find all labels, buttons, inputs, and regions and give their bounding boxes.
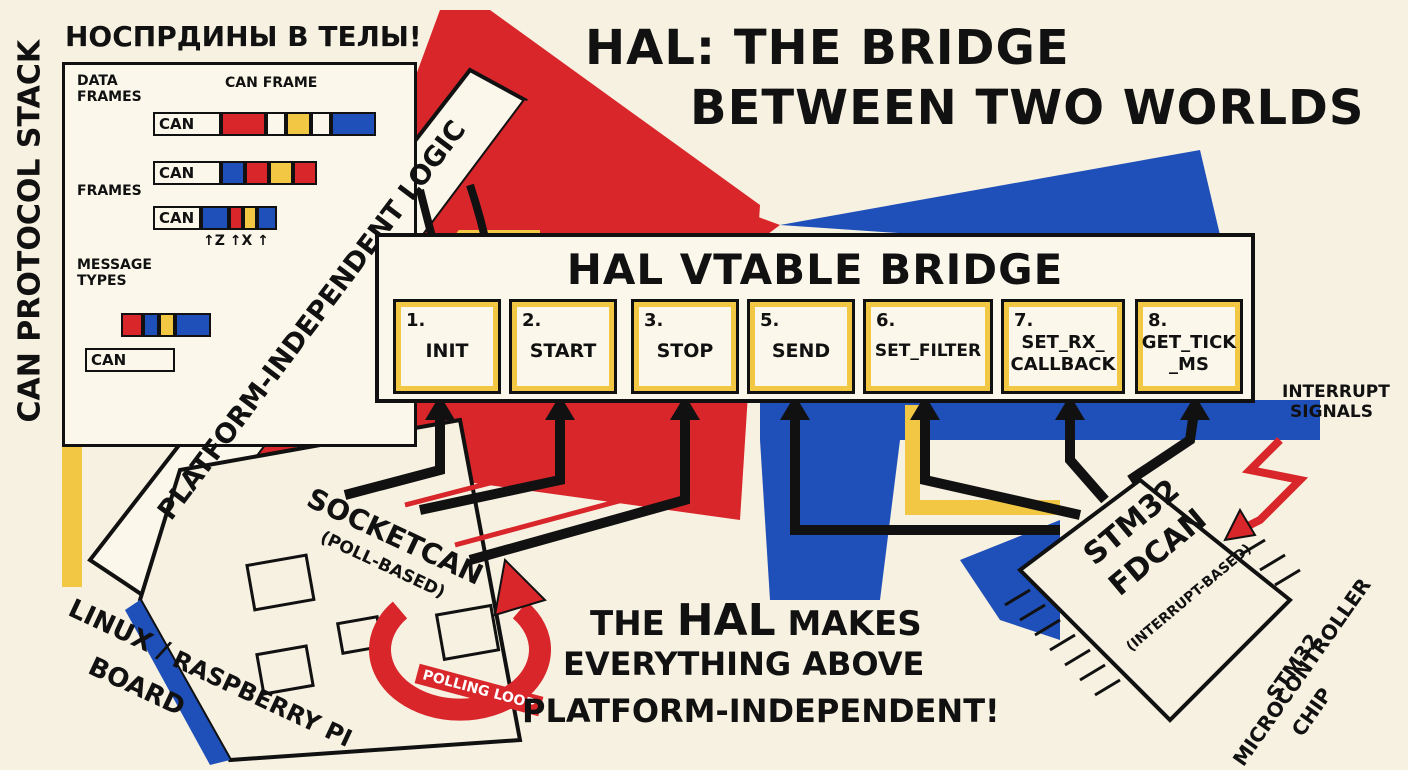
fn-set-rx-callback-number: 7.: [1014, 310, 1034, 331]
message-types-label: MESSAGE TYPES: [77, 257, 152, 289]
tagline-line1: THE HAL MAKES: [590, 595, 922, 646]
can-protocol-stack-panel: DATA FRAMES CAN FRAME CAN FRAMES CAN CAN…: [62, 62, 417, 447]
fn-get-tick-ms-name: GET_TICK _MS: [1141, 332, 1237, 375]
fn-box-init[interactable]: 1. INIT: [393, 299, 501, 394]
blue-lower-shape: [760, 440, 900, 600]
frame-segment-blue: [331, 112, 376, 136]
data-frames-label: DATA FRAMES: [77, 73, 142, 105]
fn-set-filter-name: SET_FILTER: [874, 341, 982, 361]
linux-board-shadow: [125, 600, 230, 765]
polling-loop-arrowhead: [493, 557, 547, 617]
msg-segment-red: [121, 313, 143, 337]
frame3-segment-blue-2: [257, 206, 277, 230]
fn-start-name: START: [529, 340, 597, 362]
blue-background-shape: [780, 150, 1220, 240]
fn-box-set-filter[interactable]: 6. SET_FILTER: [863, 299, 993, 394]
hal-vtable-bridge: HAL VTABLE BRIDGE 1. INIT 2. START 3. ST…: [375, 233, 1255, 403]
interrupt-lightning: [1238, 437, 1309, 534]
fn-stop-name: STOP: [656, 340, 714, 362]
arrow-stm32-callback: [1065, 405, 1109, 504]
frame-segment-blank: [266, 112, 286, 136]
fn-init-name: INIT: [425, 340, 469, 362]
msg-segment-yellow: [159, 313, 175, 337]
board-chip-1: [245, 553, 316, 612]
fn-box-get-tick-ms[interactable]: 8. GET_TICK _MS: [1135, 299, 1243, 394]
can-frame-label: CAN FRAME: [225, 75, 318, 91]
page-title-line1: HAL: THE BRIDGE: [585, 20, 1070, 76]
tagline-hal: HAL: [676, 595, 776, 646]
frame-segment-blank-2: [311, 112, 331, 136]
tagline-line2: EVERYTHING ABOVE: [563, 645, 925, 683]
arrowhead-start: [545, 395, 575, 420]
fn-set-filter-number: 6.: [876, 310, 896, 331]
fn-box-stop[interactable]: 3. STOP: [631, 299, 739, 394]
fn-stop-number: 3.: [644, 310, 664, 331]
fn-box-set-rx-callback[interactable]: 7. SET_RX_ CALLBACK: [1001, 299, 1125, 394]
fn-init-number: 1.: [406, 310, 426, 331]
page-title-line2: BETWEEN TWO WORLDS: [690, 80, 1365, 136]
board-port-2: [434, 603, 501, 662]
arrow-socketcan-init: [343, 405, 445, 500]
stm32-chip: [1016, 477, 1293, 723]
fn-send-name: SEND: [771, 340, 831, 362]
can-cell-1: CAN: [153, 112, 221, 136]
arrow-socketcan-stop: [468, 405, 690, 565]
frame2-segment-red-2: [293, 161, 317, 185]
fn-box-send[interactable]: 5. SEND: [747, 299, 855, 394]
yellow-accent-left: [62, 447, 82, 587]
arrow-stm32-filter: [920, 405, 1082, 520]
can-cell-4-label: CAN: [91, 351, 127, 369]
frame2-segment-red: [245, 161, 269, 185]
can-cell-4: CAN: [85, 348, 175, 372]
fn-box-start[interactable]: 2. START: [509, 299, 617, 394]
tagline-line3: PLATFORM-INDEPENDENT!: [522, 692, 1000, 730]
arrowhead-tick: [1180, 395, 1210, 420]
fn-get-tick-ms-number: 8.: [1148, 310, 1168, 331]
can-cell-3-label: CAN: [159, 209, 195, 227]
top-left-note: НОСПРДИНЫ В ТЕЛЫ!: [65, 20, 422, 53]
frames-label: FRAMES: [77, 183, 142, 199]
can-cell-1-label: CAN: [159, 115, 195, 133]
arrow-red-stop: [454, 410, 663, 548]
frame3-segment-yellow: [243, 206, 257, 230]
msg-segment-blue-2: [175, 313, 211, 337]
arrowhead-send: [780, 395, 810, 420]
frame2-segment-yellow: [269, 161, 293, 185]
arrowhead-stop: [670, 395, 700, 420]
frame2-segment-blue: [221, 161, 245, 185]
can-cell-2: CAN: [153, 161, 221, 185]
frame3-segment-blue: [201, 206, 229, 230]
interrupt-label-1: INTERRUPT: [1282, 382, 1390, 402]
tagline-post: MAKES: [775, 604, 922, 644]
blue-band-shape: [760, 400, 1320, 440]
bit-labels: ↑Z ↑X ↑: [203, 233, 269, 249]
fn-set-rx-callback-name: SET_RX_ CALLBACK: [1010, 332, 1116, 375]
interrupt-arrowhead: [1223, 507, 1257, 542]
fn-start-number: 2.: [522, 310, 542, 331]
arrowhead-callback: [1055, 395, 1085, 420]
can-cell-3: CAN: [153, 206, 201, 230]
board-port-1: [255, 644, 315, 696]
arrow-stm32-send: [790, 405, 1060, 535]
arrowhead-filter: [910, 395, 940, 420]
arrow-socketcan-start: [418, 405, 565, 515]
arrow-red-start: [404, 410, 543, 508]
can-cell-2-label: CAN: [159, 164, 195, 182]
polling-loop-arrow: [369, 601, 551, 721]
can-stack-vertical-label: CAN PROTOCOL STACK: [12, 39, 48, 423]
fn-send-number: 5.: [760, 310, 780, 331]
frame-segment-yellow: [286, 112, 311, 136]
frame-segment-red: [221, 112, 266, 136]
arrowhead-init: [425, 395, 455, 420]
frame3-segment-red: [229, 206, 243, 230]
stm32-chip-pins: [1004, 538, 1301, 697]
hal-vtable-title: HAL VTABLE BRIDGE: [566, 245, 1064, 294]
tagline-pre: THE: [590, 604, 677, 644]
msg-segment-blue: [143, 313, 159, 337]
red-wedge-shape: [470, 110, 780, 240]
interrupt-label-2: SIGNALS: [1290, 402, 1373, 422]
